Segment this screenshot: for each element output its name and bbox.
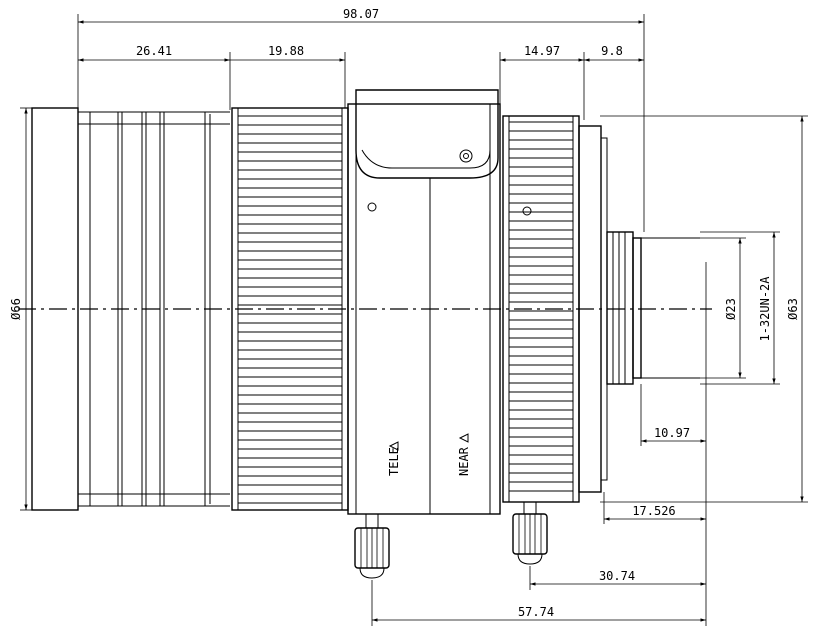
tele-arrow-icon (388, 441, 399, 451)
dim-overall-length: 98.07 (343, 7, 379, 21)
right-dimensions: Ø63 1-32UN-2A Ø23 (600, 115, 808, 503)
zoom-ring (231, 107, 349, 511)
dim-rear-offset: 17.526 (632, 504, 675, 518)
top-dimensions: 98.07 26.41 19.88 14.97 9.8 (77, 7, 645, 232)
tele-label: TELE (387, 447, 401, 476)
focus-ring (502, 115, 580, 503)
dim-mount-length: 9.8 (601, 44, 623, 58)
index-dot (367, 202, 377, 212)
center-body (347, 89, 501, 515)
dim-zoom-ring: 19.88 (268, 44, 304, 58)
dim-flange-depth: 10.97 (654, 426, 690, 440)
near-label: NEAR (457, 446, 471, 476)
index-dot-focus (522, 206, 532, 216)
dim-front-diameter: Ø66 (9, 298, 23, 320)
focus-ring-ribs (509, 121, 573, 492)
zoom-ring-ribs (238, 115, 342, 504)
dim-mount-thread: 1-32UN-2A (758, 276, 772, 342)
dim-body-diameter: Ø63 (786, 298, 800, 320)
dim-mount-diameter: Ø23 (724, 298, 738, 320)
ring-markings: TELE NEAR (387, 433, 471, 476)
bottom-dimensions: 10.97 17.526 30.74 57.74 (371, 262, 707, 626)
dim-focus-screw-offset: 30.74 (599, 569, 635, 583)
dim-zoom-screw-offset: 57.74 (518, 605, 554, 619)
zoom-lock-screw (354, 514, 390, 579)
set-screw-icon (459, 149, 473, 163)
focus-lock-screw (512, 502, 548, 565)
dim-focus-ring: 14.97 (524, 44, 560, 58)
dim-front-section: 26.41 (136, 44, 172, 58)
near-arrow-icon (458, 433, 469, 443)
left-dimension: Ø66 (9, 107, 34, 511)
